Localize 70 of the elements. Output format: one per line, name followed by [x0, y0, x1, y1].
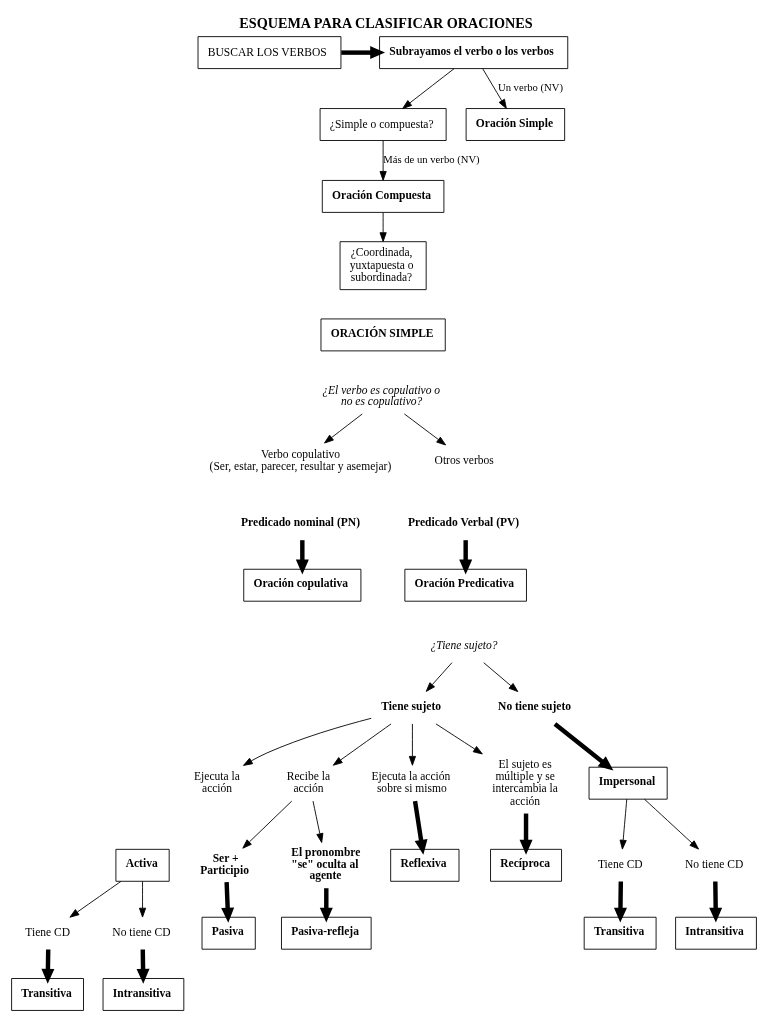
- arrow: [619, 798, 628, 850]
- arrow: [403, 413, 447, 446]
- arrow: [553, 722, 614, 771]
- node-box: ¿Simple o compuesta?: [319, 108, 447, 141]
- node-box: Oración copulativa: [243, 568, 362, 602]
- arrow: [644, 798, 699, 850]
- node-box: Oración Simple: [465, 108, 566, 141]
- arrow: [459, 540, 473, 575]
- edge-label: Más de un verbo (NV): [383, 154, 480, 166]
- node-text: Recibe la acción: [286, 770, 331, 795]
- node-box: Transitiva: [11, 978, 84, 1011]
- node-box: Intransitiva: [675, 916, 757, 950]
- node-text: El pronombre "se" oculta al agente: [291, 846, 361, 882]
- edge-label: Un verbo (NV): [497, 82, 563, 94]
- node-text: Ser + Participio: [200, 852, 249, 876]
- node-text: ¿Tiene sujeto?: [430, 638, 498, 651]
- arrow: [136, 949, 150, 984]
- node-box: Oración Predicativa: [404, 568, 527, 602]
- node-box: ORACIÓN SIMPLE: [320, 318, 446, 352]
- arrow: [324, 413, 363, 444]
- node-text: No tiene CD: [112, 926, 171, 939]
- arrow: [379, 212, 387, 243]
- node-box: Oración Compuesta: [321, 180, 445, 213]
- node-text: Predicado nominal (PN): [241, 516, 361, 529]
- node-box: Activa: [115, 848, 170, 882]
- arrow: [482, 68, 507, 109]
- arrow: [412, 800, 428, 855]
- node-text: Ejecuta la acción: [194, 770, 240, 795]
- node-box: Transitiva: [583, 916, 657, 950]
- node-text: Otros verbos: [434, 453, 494, 466]
- node-box: Recíproca: [490, 848, 562, 882]
- arrow: [41, 949, 55, 984]
- diagram-title: ESQUEMA PARA CLASIFICAR ORACIONES: [239, 14, 533, 31]
- node-text: ¿El verbo es copulativo o no es copulativo?: [322, 383, 441, 408]
- arrow: [312, 800, 324, 843]
- node-text: Ejecuta la acción sobre si mismo: [371, 770, 451, 795]
- arrow: [613, 881, 627, 923]
- arrow: [425, 662, 453, 692]
- node-box: Impersonal: [588, 766, 668, 800]
- arrow: [379, 140, 387, 181]
- node-box: Subrayamos el verbo o los verbos: [379, 36, 569, 70]
- node-text: El sujeto es múltiple y se intercambia la acción: [492, 757, 558, 807]
- node-text: Tiene CD: [25, 926, 71, 939]
- arrow: [332, 723, 392, 766]
- arrow: [295, 540, 309, 575]
- node-text: No tiene CD: [684, 858, 744, 871]
- arrow: [435, 723, 483, 755]
- node-text: Tiene CD: [597, 858, 643, 871]
- node-text: Verbo copulativo (Ser, estar, parecer, resultar y asemejar): [209, 447, 392, 473]
- node-box: Pasiva: [201, 916, 256, 950]
- arrow: [519, 813, 533, 855]
- arrow: [709, 881, 723, 923]
- node-text: No tiene sujeto: [498, 699, 572, 712]
- arrow: [341, 46, 386, 60]
- arrow: [319, 888, 333, 923]
- arrow: [408, 723, 416, 766]
- node-box: ¿Coordinada, yuxtapuesta o subordinada?: [339, 241, 427, 291]
- node-box: Intransitiva: [102, 978, 185, 1011]
- arrow: [483, 662, 519, 693]
- node-text: Predicado Verbal (PV): [407, 516, 520, 529]
- node-box: Pasiva-refleja: [281, 916, 372, 950]
- arrow: [221, 882, 235, 923]
- arrow: [69, 880, 122, 918]
- node-box: Reflexiva: [390, 848, 460, 882]
- node-box: BUSCAR LOS VERBOS: [197, 36, 342, 70]
- arrow: [402, 68, 455, 109]
- node-text: Tiene sujeto: [381, 699, 442, 712]
- arrow: [139, 881, 147, 918]
- arrow: [243, 717, 372, 766]
- arrow: [242, 800, 293, 849]
